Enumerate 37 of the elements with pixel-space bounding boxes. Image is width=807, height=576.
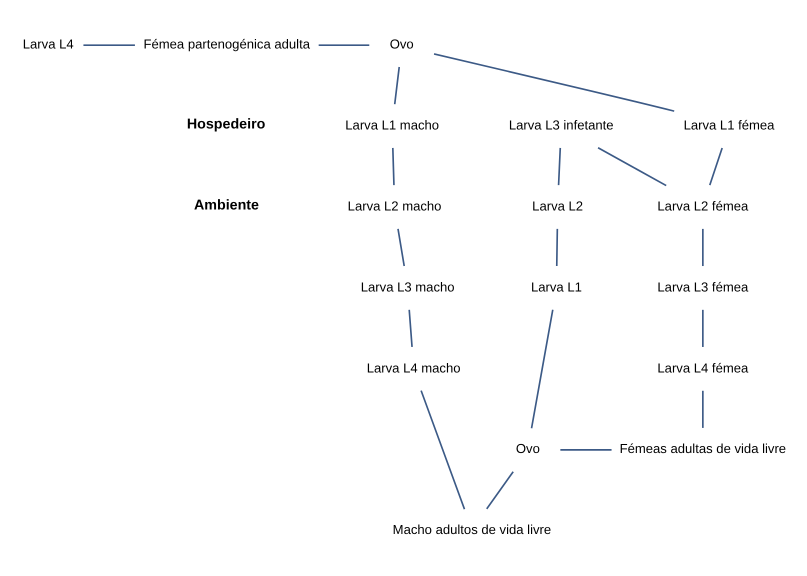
connector [560,449,612,451]
node-text: Larva L4 fémea [657,360,748,376]
label: Ambiente [194,198,260,214]
node-text: Ovo [390,36,414,52]
connector [486,471,514,510]
connector [702,228,704,266]
node-text: Larva L4 [22,36,74,52]
connector [318,44,370,46]
node-text: Larva L1 macho [345,117,440,132]
connector [530,310,554,428]
node-text: Fémeas adultas de vida livre [620,441,786,456]
node-text: Larva L2 macho [348,198,442,214]
connector [598,147,667,186]
node-text: Fémea partenogénica adulta [143,36,310,52]
connector [420,390,466,510]
node-text: Larva L2 [532,198,584,214]
connector [392,148,395,186]
connector [83,44,135,46]
connector [397,228,406,266]
node-text: Larva L3 fémea [657,279,748,294]
node-text: Macho adultos de vida livre [392,522,552,538]
node-text: Larva L3 infetante [508,117,614,132]
connector [558,148,562,186]
node-text: Larva L2 fémea [657,198,748,214]
connector [708,148,723,186]
connector [408,310,413,348]
connector [394,66,400,104]
connector [556,228,558,266]
node-text: Ovo [516,441,540,456]
connector [702,390,704,428]
node-text: Larva L3 macho [360,279,455,294]
connector [434,53,674,112]
node-text: Larva L1 fémea [684,117,774,132]
node-text: Larva L1 [530,279,582,294]
node-text: Larva L4 macho [366,360,461,376]
connector [702,310,704,347]
label: Hospedeiro [186,116,266,133]
